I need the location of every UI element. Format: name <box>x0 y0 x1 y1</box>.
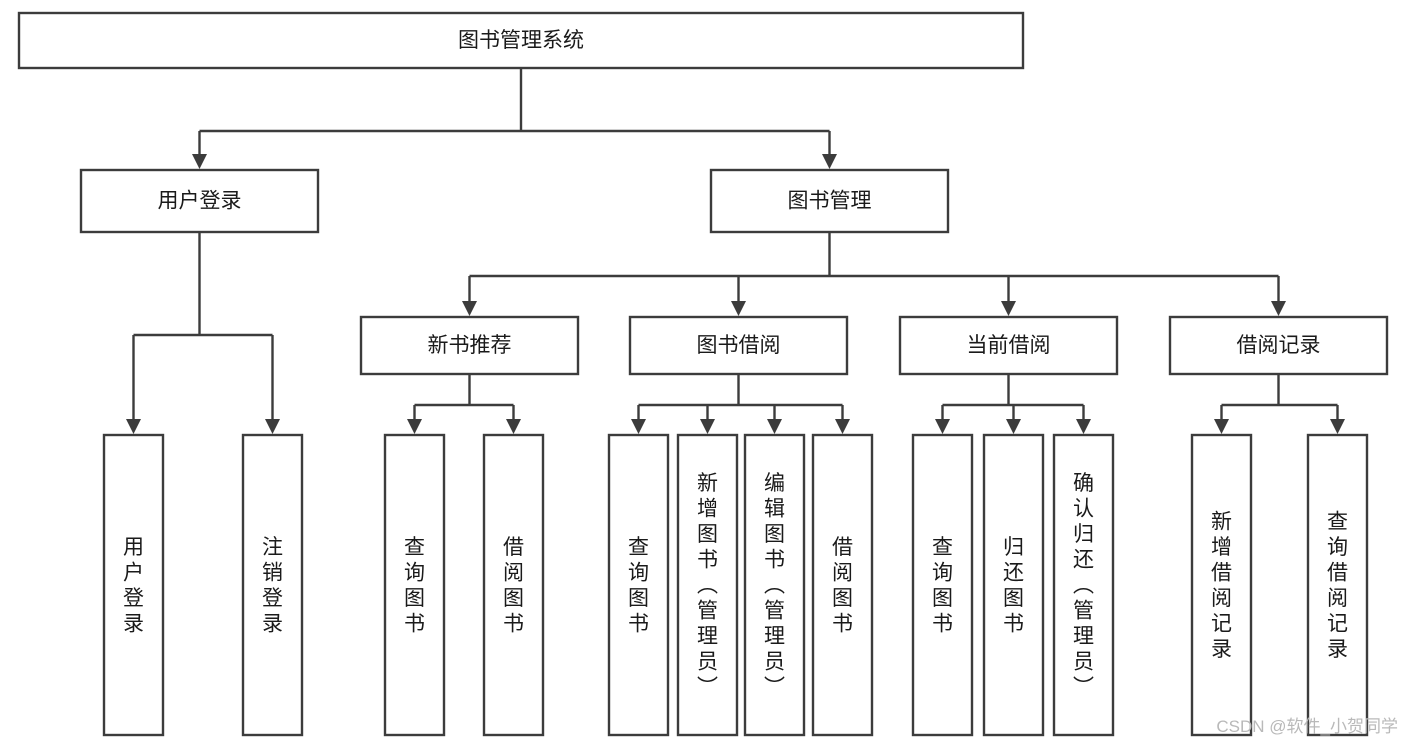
node-label: 确认归还︵管理员︶ <box>1073 472 1094 699</box>
arrowhead-icon <box>1006 419 1021 434</box>
node-root[interactable]: 图书管理系统 <box>17 11 1025 70</box>
node-label: 图书管理 <box>788 190 872 213</box>
node-leaf-add-record[interactable]: 新增借阅记录 <box>1190 433 1253 737</box>
node-new-book-rec[interactable]: 新书推荐 <box>359 315 580 376</box>
node-label: 查询借阅记录 <box>1327 510 1348 661</box>
arrowhead-icon <box>192 154 207 169</box>
node-box <box>1052 433 1115 737</box>
arrowhead-icon <box>822 154 837 169</box>
node-box <box>17 11 1025 70</box>
node-label: 查询图书 <box>932 536 953 636</box>
node-label: 图书借阅 <box>697 334 781 357</box>
node-label: 查询图书 <box>628 536 649 636</box>
node-label: 新增图书︵管理员︶ <box>697 472 718 699</box>
node-box <box>102 433 165 737</box>
node-book-manage[interactable]: 图书管理 <box>709 168 950 234</box>
node-label: 新书推荐 <box>428 334 512 357</box>
node-box <box>607 433 670 737</box>
node-box <box>811 433 874 737</box>
arrowhead-icon <box>407 419 422 434</box>
node-box <box>1168 315 1389 376</box>
arrowhead-icon <box>631 419 646 434</box>
node-leaf-logout[interactable]: 注销登录 <box>241 433 304 737</box>
arrowhead-icon <box>126 419 141 434</box>
arrowhead-icon <box>731 301 746 316</box>
node-box <box>79 168 320 234</box>
node-leaf-query-book-3[interactable]: 查询图书 <box>911 433 974 737</box>
node-leaf-query-book-1[interactable]: 查询图书 <box>383 433 446 737</box>
node-label: 归还图书 <box>1003 536 1024 636</box>
node-leaf-add-book[interactable]: 新增图书︵管理员︶ <box>676 433 739 737</box>
arrowhead-icon <box>700 419 715 434</box>
node-box <box>982 433 1045 737</box>
node-user-login[interactable]: 用户登录 <box>79 168 320 234</box>
node-label: 借阅图书 <box>832 536 853 636</box>
node-box <box>898 315 1119 376</box>
arrowhead-icon <box>506 419 521 434</box>
node-label: 当前借阅 <box>967 334 1051 357</box>
node-box <box>911 433 974 737</box>
arrowhead-icon <box>462 301 477 316</box>
arrowhead-icon <box>1330 419 1345 434</box>
node-box <box>743 433 806 737</box>
node-leaf-query-record[interactable]: 查询借阅记录 <box>1306 433 1369 737</box>
node-box <box>383 433 446 737</box>
arrowhead-icon <box>1271 301 1286 316</box>
node-borrow-record[interactable]: 借阅记录 <box>1168 315 1389 376</box>
node-label: 用户登录 <box>123 536 144 636</box>
node-leaf-borrow-book-2[interactable]: 借阅图书 <box>811 433 874 737</box>
node-box <box>1190 433 1253 737</box>
node-leaf-edit-book[interactable]: 编辑图书︵管理员︶ <box>743 433 806 737</box>
node-label: 编辑图书︵管理员︶ <box>764 472 785 699</box>
node-book-borrow[interactable]: 图书借阅 <box>628 315 849 376</box>
node-label: 借阅图书 <box>503 536 524 636</box>
node-group: 图书管理系统用户登录图书管理新书推荐图书借阅当前借阅借阅记录用户登录注销登录查询… <box>17 11 1389 737</box>
node-label: 图书管理系统 <box>458 29 584 52</box>
arrowhead-icon <box>1214 419 1229 434</box>
arrowhead-icon <box>935 419 950 434</box>
node-label: 注销登录 <box>262 536 283 636</box>
node-label: 查询图书 <box>404 536 425 636</box>
arrowhead-icon <box>1076 419 1091 434</box>
node-label: 新增借阅记录 <box>1211 510 1232 661</box>
csdn-watermark: CSDN @软件_小贺同学 <box>1216 717 1398 736</box>
node-leaf-return-book[interactable]: 归还图书 <box>982 433 1045 737</box>
node-box <box>482 433 545 737</box>
node-current-borrow[interactable]: 当前借阅 <box>898 315 1119 376</box>
node-box <box>359 315 580 376</box>
node-box <box>676 433 739 737</box>
node-leaf-borrow-book-1[interactable]: 借阅图书 <box>482 433 545 737</box>
node-box <box>1306 433 1369 737</box>
arrowhead-icon <box>835 419 850 434</box>
node-leaf-user-login[interactable]: 用户登录 <box>102 433 165 737</box>
arrowhead-icon <box>767 419 782 434</box>
node-leaf-query-book-2[interactable]: 查询图书 <box>607 433 670 737</box>
arrowhead-icon <box>1001 301 1016 316</box>
node-box <box>628 315 849 376</box>
node-label: 借阅记录 <box>1237 334 1321 357</box>
node-leaf-confirm-return[interactable]: 确认归还︵管理员︶ <box>1052 433 1115 737</box>
node-label: 用户登录 <box>158 190 242 213</box>
arrowhead-icon <box>265 419 280 434</box>
node-box <box>709 168 950 234</box>
node-box <box>241 433 304 737</box>
connector-group <box>126 68 1345 434</box>
